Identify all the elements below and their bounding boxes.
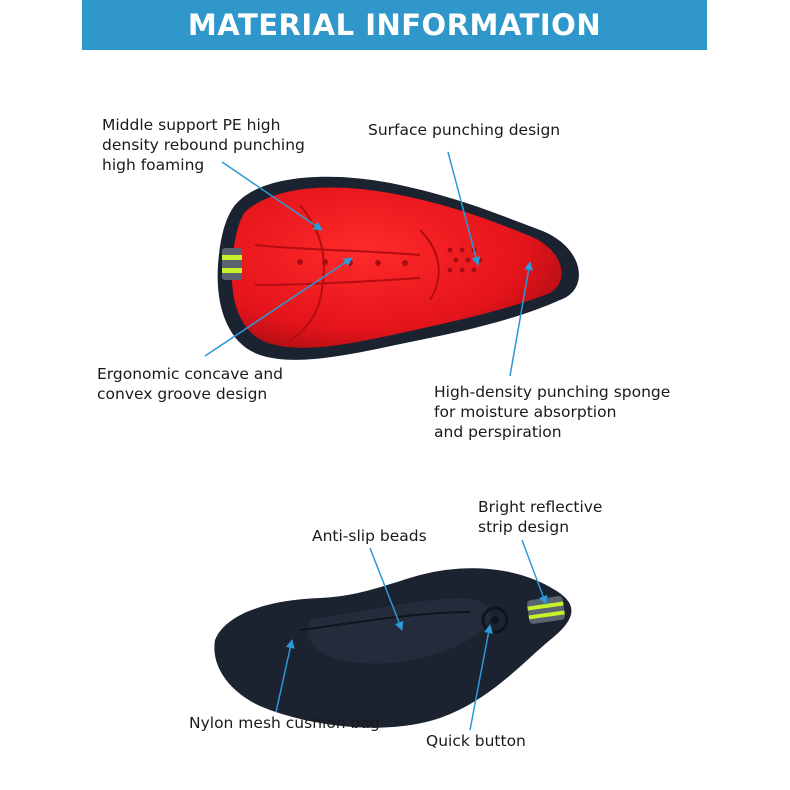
saddle-cushion-underside-view-icon <box>214 568 572 728</box>
header-banner: MATERIAL INFORMATION <box>82 0 707 50</box>
label-anti-slip-beads: Anti-slip beads <box>312 527 427 545</box>
label-surface-punching: Surface punching design <box>368 121 561 139</box>
callout-arrow-icon <box>369 547 404 631</box>
callout-arrow-icon <box>521 539 548 605</box>
callout-arrow-icon <box>509 261 534 377</box>
callout-arrow-icon <box>447 151 481 266</box>
page-title: MATERIAL INFORMATION <box>187 8 602 42</box>
label-nylon-mesh: Nylon mesh cushion bag <box>189 714 380 732</box>
callout-arrow-icon <box>469 624 493 731</box>
label-quick-button: Quick button <box>426 732 526 750</box>
label-reflective-strip: Bright reflective strip design <box>478 498 603 536</box>
header-shadow <box>95 52 695 64</box>
saddle-cushion-top-view-icon <box>217 176 579 360</box>
label-ergonomic-groove: Ergonomic concave and convex groove desi… <box>97 365 284 403</box>
label-middle-support: Middle support PE high density rebound p… <box>102 116 305 174</box>
callout-arrow-icon <box>204 257 353 357</box>
callout-arrow-icon <box>221 161 323 231</box>
label-punching-sponge: High-density punching sponge for moistur… <box>434 383 671 441</box>
callout-arrow-icon <box>275 639 295 713</box>
